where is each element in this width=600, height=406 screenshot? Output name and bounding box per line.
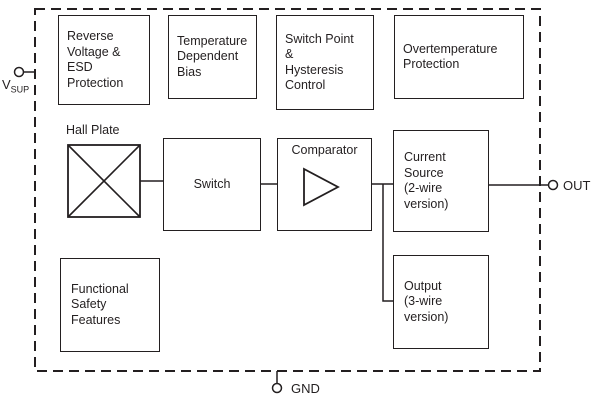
block-reverse-voltage-esd-protection: Reverse Voltage & ESD Protection xyxy=(58,15,150,105)
chip-boundary-dashed-border xyxy=(34,8,541,372)
vsup-pin-label: VSUP xyxy=(2,77,29,95)
block-switch-point-hysteresis-control: Switch Point & Hysteresis Control xyxy=(276,15,374,110)
hall-plate-label: Hall Plate xyxy=(66,123,120,137)
hall-plate-symbol xyxy=(67,144,141,218)
block-label: Output (3-wire version) xyxy=(404,278,449,324)
block-label: Functional Safety Features xyxy=(71,281,129,327)
block-label: Reverse Voltage & ESD Protection xyxy=(67,29,124,90)
block-label: Temperature Dependent Bias xyxy=(177,33,248,79)
out-terminal-circle xyxy=(547,179,559,191)
vsup-terminal-circle xyxy=(13,66,25,78)
out-pin-label: OUT xyxy=(563,178,591,193)
block-overtemperature-protection: Overtemperature Protection xyxy=(394,15,524,99)
block-label: Overtemperature Protection xyxy=(403,41,498,72)
block-output-3-wire: Output (3-wire version) xyxy=(393,255,489,349)
gnd-pin-label: GND xyxy=(291,381,320,396)
block-current-source-2-wire: Current Source (2-wire version) xyxy=(393,130,489,232)
vsup-pin-subscript: SUP xyxy=(10,84,30,95)
block-label: Switch xyxy=(193,176,231,191)
comparator-label: Comparator xyxy=(291,143,358,157)
comparator-triangle-icon xyxy=(303,167,340,207)
gnd-terminal-circle xyxy=(271,382,283,394)
block-label: Switch Point & Hysteresis Control xyxy=(285,31,354,93)
block-switch: Switch xyxy=(163,138,261,231)
block-temperature-dependent-bias: Temperature Dependent Bias xyxy=(168,15,257,99)
block-functional-safety-features: Functional Safety Features xyxy=(60,258,160,352)
block-comparator: Comparator xyxy=(277,138,372,231)
branch-to-output-line xyxy=(382,184,393,302)
block-label: Current Source (2-wire version) xyxy=(404,150,449,211)
vsup-pin-base: V xyxy=(2,77,11,92)
